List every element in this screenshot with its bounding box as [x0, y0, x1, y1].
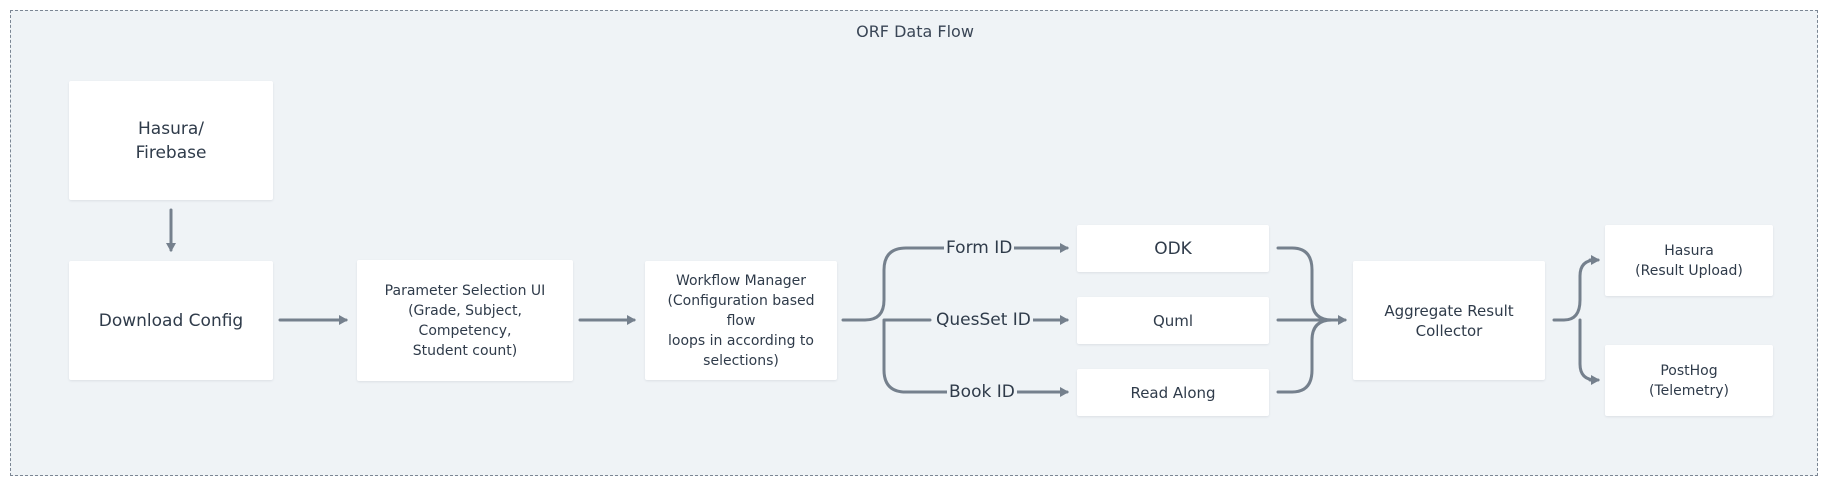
- node-aggregate-result-collector: Aggregate Result Collector: [1353, 261, 1545, 380]
- node-read-along: Read Along: [1077, 369, 1269, 416]
- node-workflow-manager: Workflow Manager (Configuration based fl…: [645, 261, 837, 380]
- split-aggregate-to-outputs: [1552, 258, 1599, 382]
- edge-label-form-id: Form ID: [944, 238, 1015, 258]
- edge-label-book-id: Book ID: [947, 382, 1017, 402]
- diagram-frame: [10, 10, 1818, 476]
- edge-label-quesset-id: QuesSet ID: [934, 310, 1033, 330]
- merge-sources-to-aggregate: [1276, 246, 1345, 394]
- node-posthog-telemetry: PostHog (Telemetry): [1605, 345, 1773, 416]
- diagram-title: ORF Data Flow: [856, 22, 974, 41]
- node-parameter-selection: Parameter Selection UI (Grade, Subject, …: [357, 260, 573, 381]
- fork-workflow-to-sources: [841, 246, 950, 394]
- node-hasura-result-upload: Hasura (Result Upload): [1605, 225, 1773, 296]
- node-odk: ODK: [1077, 225, 1269, 272]
- node-download-config: Download Config: [69, 261, 273, 380]
- node-quml: Quml: [1077, 297, 1269, 344]
- node-hasura-firebase: Hasura/ Firebase: [69, 81, 273, 200]
